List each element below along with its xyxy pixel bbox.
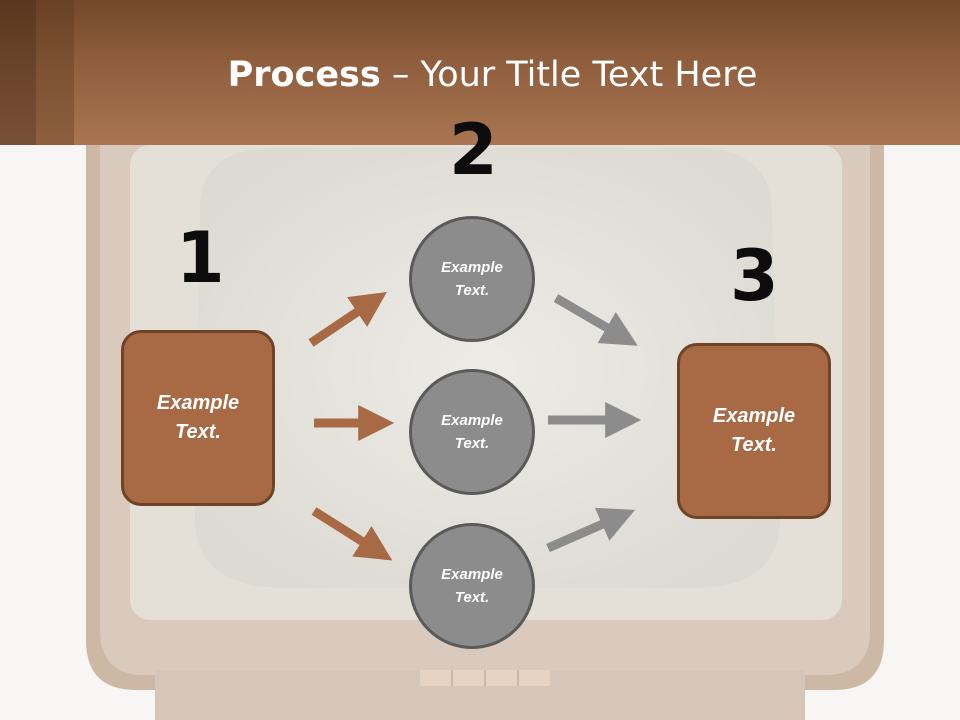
arrow-from-circle-3 — [546, 507, 636, 553]
circle-middle-text: Example Text. — [441, 412, 503, 452]
circle-bottom-text: Example Text. — [441, 566, 503, 606]
step-number-2: 2 — [449, 109, 498, 191]
step-3-box[interactable]: Example Text. — [677, 343, 831, 519]
step-2-circle-top[interactable]: Example Text. — [409, 216, 535, 342]
title-banner — [0, 0, 960, 145]
step-2-circle-bottom[interactable]: Example Text. — [409, 523, 535, 649]
step-1-box[interactable]: Example Text. — [121, 330, 275, 506]
banner-accent-stripe — [0, 0, 36, 145]
step-3-box-text: Example Text. — [712, 405, 796, 456]
title-rest-part: – Your Title Text Here — [380, 55, 758, 95]
slide-title[interactable]: Process – Your Title Text Here — [0, 54, 960, 96]
arrow-to-circle-1 — [308, 291, 387, 347]
arrow-from-circle-1 — [553, 294, 638, 346]
circle-top-text: Example Text. — [441, 259, 503, 299]
title-bold-part: Process — [227, 55, 381, 95]
step-2-circle-middle[interactable]: Example Text. — [409, 369, 535, 495]
banner-accent-stripe — [36, 0, 74, 145]
step-1-box-text: Example Text. — [156, 392, 240, 443]
arrow-to-circle-3 — [311, 507, 393, 561]
step-number-1: 1 — [176, 217, 225, 299]
step-number-3: 3 — [730, 235, 779, 317]
